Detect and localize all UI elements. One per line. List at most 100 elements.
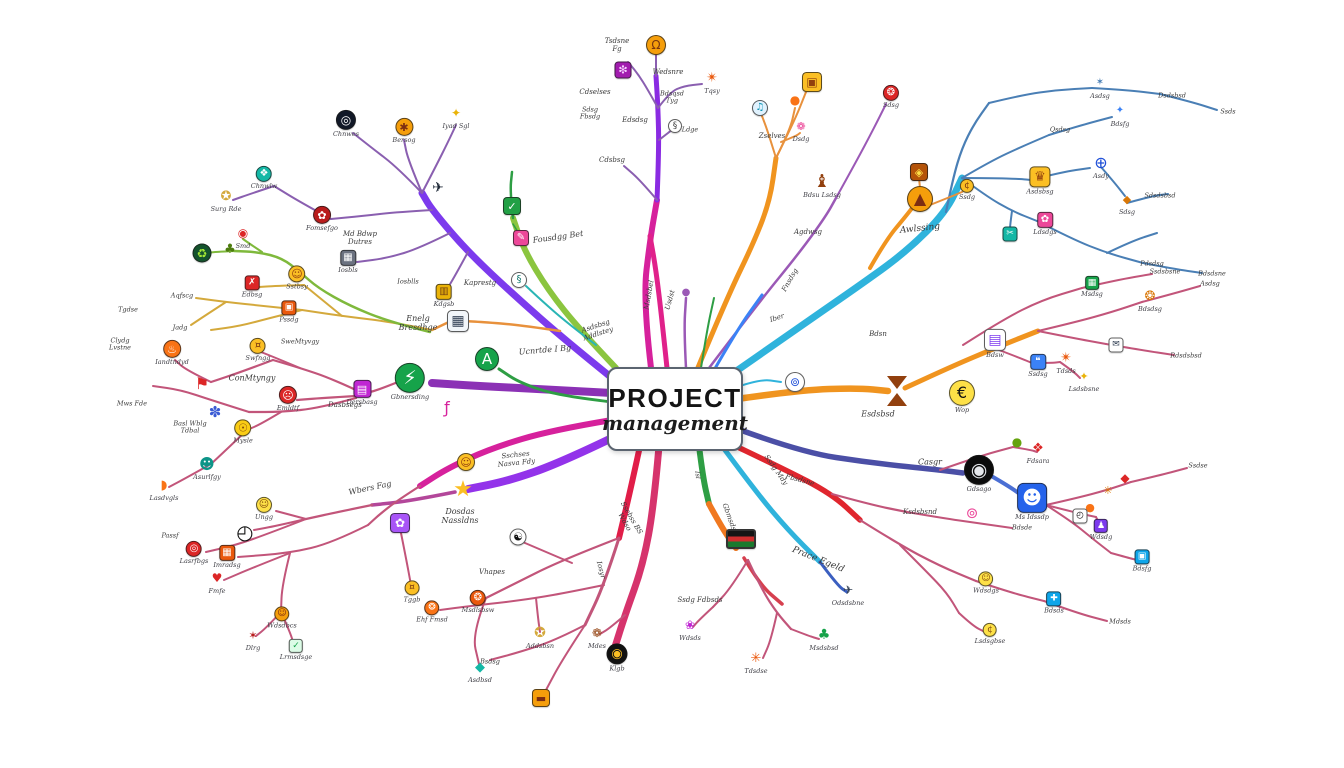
crab-top-icon[interactable]: ✴Tqsy — [703, 69, 721, 95]
star-icon[interactable]: ✦Iyad Sgl — [442, 104, 469, 130]
pink-ring-icon[interactable]: ⊚ — [963, 504, 981, 522]
gold-square-icon[interactable]: ▣ — [802, 72, 822, 92]
badge-star-icon[interactable]: ✪Surg Rde — [211, 187, 242, 213]
red-star-icon[interactable]: ✶Dlrg — [244, 626, 262, 652]
bird-icon[interactable]: ♫ — [752, 100, 768, 116]
chat-icon[interactable]: ❝Ssdsg — [1028, 353, 1048, 378]
orange-grid-icon[interactable]: ▣Pssdg — [279, 300, 299, 323]
dartboard-icon[interactable]: ◎Chnwes — [333, 109, 359, 138]
burger-icon[interactable]: ♨Iandtndyd — [155, 339, 189, 366]
coin-smiley2-icon[interactable]: ☺ — [457, 453, 475, 471]
burst-icon[interactable]: ✱Bersog — [392, 117, 416, 144]
pink-chip-icon[interactable]: ✿Ldsdgs — [1033, 211, 1057, 236]
green-check-icon[interactable]: ✓Lrmsdsge — [280, 638, 312, 661]
scissors-icon[interactable]: ✂ — [1002, 226, 1018, 242]
flame-icon[interactable]: ▲ — [907, 186, 933, 212]
globe-icon[interactable]: ☉Mysle — [233, 419, 253, 444]
calendar-icon[interactable]: ▦Imradsg — [213, 544, 241, 569]
clock-icon[interactable]: ◴ — [236, 522, 254, 542]
globe-blue-icon[interactable]: ⊕Asdy — [1092, 154, 1110, 180]
pin-icon[interactable]: ✦Lsdsbsne — [1069, 367, 1100, 393]
crab-icon[interactable]: ✴Tdsds — [1056, 349, 1075, 375]
fish-icon[interactable]: ◗Lasdvgls — [150, 476, 179, 502]
berry-icon[interactable]: ❇ — [614, 61, 632, 79]
sparkle-icon[interactable]: ✶Asdsg — [1090, 74, 1110, 100]
gem-red-icon[interactable]: ❖Fdsara — [1027, 439, 1050, 465]
purple-box-icon[interactable]: ✿ — [390, 513, 410, 533]
spiral-icon[interactable]: ⊚ — [785, 372, 805, 392]
target-icon[interactable]: ◎Lasrfbgs — [180, 540, 208, 565]
badge-pink-icon[interactable]: ❁Dsdg — [792, 117, 810, 143]
trophy-brown-icon[interactable]: ♝Bdsu Lsdsg — [803, 172, 841, 199]
person-blue-icon[interactable]: ☻Ms Idssdp — [1015, 482, 1049, 521]
section-circle-icon[interactable]: § — [511, 272, 527, 288]
gold-badge-icon[interactable]: ✪Addsbsn — [526, 624, 554, 650]
hourglass-icon[interactable] — [885, 376, 909, 406]
smiley-br-icon[interactable]: ☺Wdsdgs — [973, 571, 999, 594]
laptop-icon[interactable]: ▦ — [447, 310, 469, 332]
circle-small-icon[interactable]: § — [668, 119, 682, 133]
red-circle-icon[interactable]: ❂Sdsg — [883, 84, 899, 109]
yin-yang-icon[interactable]: ☯ — [509, 528, 527, 546]
clipboard-icon[interactable]: ▥Kdgsb — [434, 283, 454, 308]
smiley2-icon[interactable]: ☺Wdsdbcs — [267, 606, 297, 629]
pinwheel-icon[interactable]: ✽ — [206, 403, 224, 421]
coin-smiley-icon[interactable]: ☺Sstbsy — [286, 265, 308, 290]
wheel-icon[interactable]: ✳ — [1099, 481, 1117, 499]
sun-icon[interactable]: ✳Tdsdse — [744, 649, 767, 675]
coin-small-icon[interactable]: ¢Ssdg — [959, 178, 975, 201]
ball-top-icon[interactable]: ● — [786, 91, 804, 109]
dart-gold-icon[interactable]: ◈ — [910, 163, 928, 181]
pencil-note-icon[interactable]: ✎ — [513, 230, 529, 246]
kite-icon[interactable]: ◆ — [1116, 469, 1134, 487]
star-blue-icon[interactable]: ✦Bdsfg — [1111, 102, 1130, 128]
orange-ball-icon[interactable]: ● — [1081, 498, 1099, 516]
camera-black-icon[interactable]: ◉Gdsago — [964, 454, 994, 493]
laptop2-icon[interactable]: ▬ — [532, 689, 550, 707]
scale-icon[interactable]: Ω — [646, 35, 666, 55]
clover-icon[interactable]: ♣Msdsbsd — [809, 626, 838, 652]
diamond-icon[interactable]: ❖Chnwlw — [251, 165, 277, 190]
smiley-icon[interactable]: ☺Ungg — [255, 496, 273, 521]
doc-purple-icon[interactable]: ▤Bdsw — [984, 328, 1006, 359]
diamond-gold-icon[interactable]: ◆Sdsg — [1118, 190, 1136, 216]
big-star-icon[interactable]: ★ — [453, 479, 473, 501]
flag-icon[interactable] — [726, 529, 756, 549]
leaf-icon[interactable]: ♣ — [221, 240, 239, 258]
orange-burst-icon[interactable]: ❂Msdlsbsw — [462, 589, 494, 614]
angry-ball-icon[interactable]: ☹Emldtf — [277, 385, 299, 412]
coin-icon[interactable]: ¤Swfngg — [246, 337, 270, 362]
gold-coin-icon[interactable]: ¤Tggb — [404, 580, 420, 603]
clock2-icon[interactable]: ◴ — [1072, 508, 1088, 524]
plus-icon[interactable]: ✚Bdsds — [1044, 591, 1064, 614]
envelope-icon[interactable]: ✉ — [1108, 337, 1124, 353]
script-f-icon[interactable]: ƒ — [438, 399, 456, 417]
grid-icon[interactable]: ▦Iosbls — [338, 249, 358, 274]
person-icon[interactable]: ☻Asurlfgy — [193, 455, 221, 481]
green-chip-icon[interactable]: ▦Msdsg — [1081, 275, 1103, 298]
bulb-dot-icon[interactable]: ● — [677, 284, 695, 302]
recycle-icon[interactable]: ♻ — [192, 243, 212, 263]
letter-a-icon[interactable]: A — [475, 347, 499, 371]
camera-dark-icon[interactable]: ◉Klgb — [606, 643, 628, 672]
red-dot-icon[interactable]: ◉Smd — [234, 224, 252, 250]
pawn-badge-icon[interactable]: ♟Wdsdg — [1090, 518, 1112, 541]
euro-coin-icon[interactable]: €Wop — [949, 379, 975, 414]
blossom2-icon[interactable]: ❀Wdsds — [679, 616, 701, 642]
trophy-icon[interactable]: ♛Asdsbsg — [1026, 166, 1054, 195]
check-square-icon[interactable]: ✓ — [503, 197, 521, 215]
heart-icon[interactable]: ♥Fmfe — [208, 569, 226, 595]
blossom-icon[interactable]: ❁Mdes — [588, 624, 606, 650]
gold-wheel-icon[interactable]: ❂Bdsdsg — [1138, 287, 1162, 313]
orange-head-icon[interactable]: ❂Ehf Fmsd — [416, 600, 448, 623]
pink-box-icon[interactable]: ▤Dersbasg — [346, 379, 378, 406]
paper-plane-icon[interactable]: ✈ — [429, 179, 447, 197]
messenger-bolt-icon[interactable]: ⚡Gbnersding — [391, 362, 429, 401]
red-x-icon[interactable]: ✗Edbsg — [242, 275, 262, 298]
cent-coin-icon[interactable]: ¢Lsdsgbse — [975, 622, 1005, 645]
flower-icon[interactable]: ✿Fomsefgo — [306, 205, 338, 232]
flag-doodle-icon[interactable]: ⚑ — [193, 375, 211, 393]
camera-blue-icon[interactable]: ▣Bdsfg — [1133, 549, 1151, 572]
teal-gem-icon[interactable]: ◆Asdbsd — [468, 658, 492, 684]
pear-icon[interactable]: ● — [1008, 433, 1026, 451]
